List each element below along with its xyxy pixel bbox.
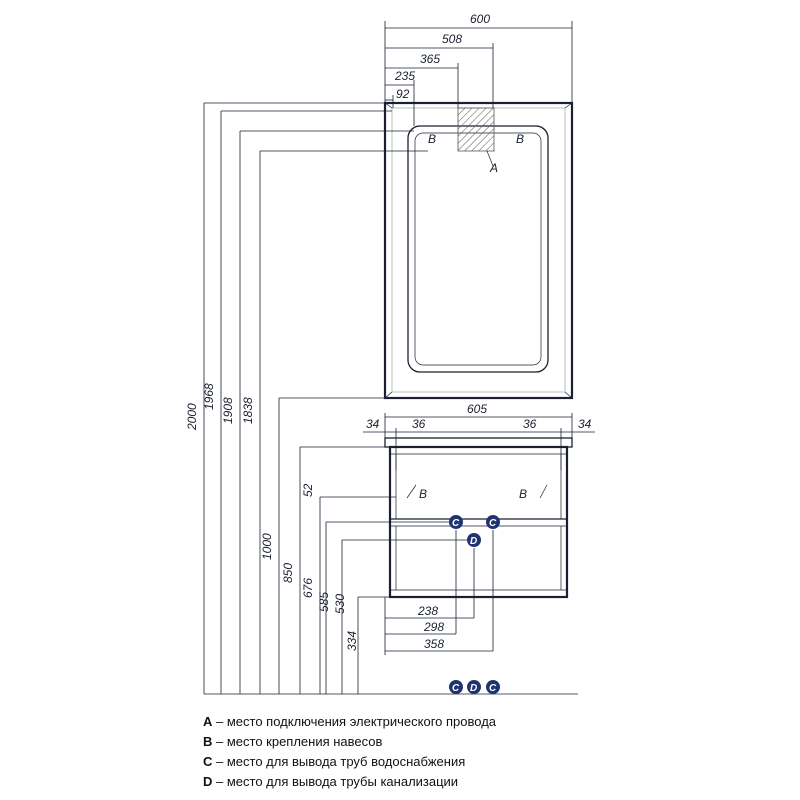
dim-cabinet-36-right: 36 xyxy=(523,417,537,431)
mark-a-label: A xyxy=(489,161,498,175)
legend-text-c: – место для вывода труб водоснабжения xyxy=(212,754,466,769)
dim-height-334: 334 xyxy=(345,631,359,651)
dim-cabinet-36-left: 36 xyxy=(412,417,426,431)
dim-mirror-235: 235 xyxy=(394,69,415,83)
dim-height-585: 585 xyxy=(317,592,331,612)
legend-key-d: D xyxy=(203,774,213,789)
dim-height-52: 52 xyxy=(301,483,315,497)
legend-text-d: – место для вывода трубы канализации xyxy=(212,774,459,789)
legend-key-c: C xyxy=(203,754,213,769)
dim-height-530: 530 xyxy=(333,594,347,614)
svg-text:D: D xyxy=(470,683,477,694)
svg-text:C: C xyxy=(452,518,460,529)
mirror-mark-b-left: B xyxy=(428,132,436,146)
technical-drawing: A B B 600 508 365 235 92 xyxy=(185,12,595,695)
legend-text-a: – место подключения электрического прово… xyxy=(212,714,497,729)
dim-height-850: 850 xyxy=(281,563,295,583)
dim-298: 298 xyxy=(423,620,444,634)
legend-item-b: B – место крепления навесов xyxy=(203,732,763,752)
svg-text:D: D xyxy=(470,536,477,547)
svg-text:C: C xyxy=(489,683,497,694)
cabinet-mark-b-left: B xyxy=(419,487,427,501)
sewage-outlet-marker: D xyxy=(467,533,481,547)
dim-height-676: 676 xyxy=(301,578,315,598)
electrical-connection-zone xyxy=(457,107,495,152)
legend-text-b: – место крепления навесов xyxy=(212,734,383,749)
cabinet-mark-b-right: B xyxy=(519,487,527,501)
svg-text:C: C xyxy=(489,518,497,529)
cabinet xyxy=(384,437,573,599)
dim-mirror-600: 600 xyxy=(470,12,490,26)
legend-key-a: A xyxy=(203,714,213,729)
dim-mirror-508: 508 xyxy=(442,32,462,46)
dim-height-2000: 2000 xyxy=(185,403,199,431)
bottom-dimensions: 238 298 358 xyxy=(384,597,493,655)
dim-238: 238 xyxy=(417,604,438,618)
legend-item-c: C – место для вывода труб водоснабжения xyxy=(203,752,763,772)
legend-item-d: D – место для вывода трубы канализации xyxy=(203,772,763,792)
floor-marker-c-left: C xyxy=(449,680,463,694)
floor-marker-d: D xyxy=(467,680,481,694)
height-dimensions: 2000 1968 1908 1838 1000 850 52 676 585 … xyxy=(185,102,578,695)
cabinet-width-dimensions: 605 34 36 36 34 xyxy=(363,402,595,470)
legend-key-b: B xyxy=(203,734,213,749)
dim-height-1000: 1000 xyxy=(260,533,274,560)
floor-marker-c-right: C xyxy=(486,680,500,694)
svg-text:C: C xyxy=(452,683,460,694)
dim-height-1838: 1838 xyxy=(241,397,255,424)
mirror-mark-b-right: B xyxy=(516,132,524,146)
dim-358: 358 xyxy=(424,637,444,651)
dim-height-1968: 1968 xyxy=(202,383,216,410)
dim-height-1908: 1908 xyxy=(221,397,235,424)
dim-mirror-92: 92 xyxy=(396,87,410,101)
dim-cabinet-605: 605 xyxy=(467,402,487,416)
water-outlet-marker-right: C xyxy=(486,515,500,529)
legend: A – место подключения электрического про… xyxy=(203,712,763,792)
mirror-width-dimensions: 600 508 365 235 92 xyxy=(384,12,573,126)
dim-mirror-365: 365 xyxy=(420,52,440,66)
dim-cabinet-34-left: 34 xyxy=(366,417,380,431)
dim-cabinet-34-right: 34 xyxy=(578,417,592,431)
legend-item-a: A – место подключения электрического про… xyxy=(203,712,763,732)
water-outlet-marker-left: C xyxy=(449,515,463,529)
